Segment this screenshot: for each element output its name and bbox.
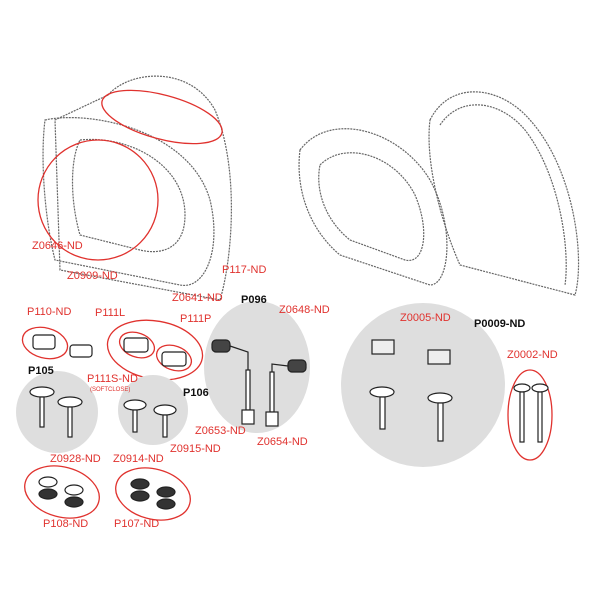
z0002-bolts — [513, 383, 549, 443]
label-z0641-nd: Z0641-ND — [172, 292, 223, 304]
label-p106: P106 — [183, 387, 209, 399]
label-z0915-nd: Z0915-ND — [170, 443, 221, 455]
highlight-p117 — [101, 89, 223, 145]
label-p107-nd: P107-ND — [114, 518, 160, 530]
p107-caps — [130, 478, 176, 510]
label-z0909-nd: Z0909-ND — [67, 270, 118, 282]
label-p0009-nd: P0009-ND — [474, 318, 526, 330]
label-z0928-nd: Z0928-ND — [50, 453, 101, 465]
group-p096 — [204, 301, 310, 433]
seat-lid-right — [428, 91, 580, 296]
seat-ring-right — [298, 128, 448, 286]
highlight-p110 — [21, 326, 69, 360]
p0009-hinges — [369, 339, 453, 442]
seat-ring-left-inner — [71, 138, 186, 253]
label-p111s-nd: P111S-ND — [87, 373, 138, 385]
label-z0002-nd: Z0002-ND — [507, 349, 558, 361]
seat-lid-left — [54, 75, 232, 301]
highlight-p107 — [115, 467, 191, 521]
label-z0653-nd: Z0653-ND — [195, 425, 246, 437]
seat-lid-right-edge — [439, 104, 567, 286]
label-p108-nd: P108-ND — [43, 518, 89, 530]
highlight-p111p — [155, 344, 193, 372]
label-p111p: P111P — [180, 313, 212, 325]
p108-caps — [38, 476, 84, 508]
group-p105 — [16, 371, 98, 453]
p106-screws — [123, 399, 177, 438]
highlight-z0002 — [507, 369, 553, 461]
p096-hinges — [211, 339, 307, 427]
label-z0654-nd: Z0654-ND — [257, 436, 308, 448]
p105-screws — [29, 386, 83, 438]
label-z0646-nd: Z0646-ND — [32, 240, 83, 252]
label-p111l: P111L — [95, 307, 126, 319]
label-z0648-nd: Z0648-ND — [279, 304, 330, 316]
label-z0005-nd: Z0005-ND — [400, 312, 451, 324]
seat-ring-left — [42, 117, 215, 286]
p110-p111-parts — [32, 334, 187, 367]
label-p105: P105 — [28, 365, 54, 377]
highlight-z0646 — [37, 139, 159, 261]
highlight-p111l — [118, 331, 156, 359]
seat-ring-right-inner — [318, 152, 425, 261]
label-p117-nd: P117-ND — [222, 264, 267, 276]
highlight-p108 — [24, 465, 100, 519]
label-p110-nd: P110-ND — [27, 306, 72, 318]
label-z0914-nd: Z0914-ND — [113, 453, 164, 465]
label-softclose: (SOFTCLOSE) — [90, 387, 131, 393]
label-p096: P096 — [241, 294, 267, 306]
